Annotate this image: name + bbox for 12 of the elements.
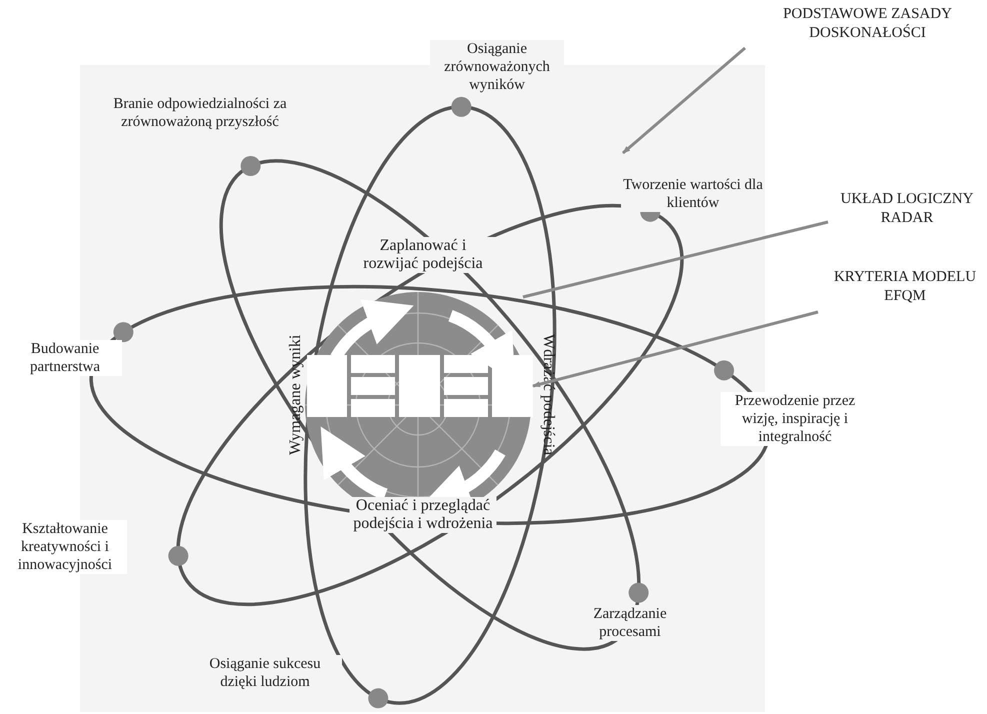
callout-label: PODSTAWOWE ZASADY DOSKONAŁOŚCI — [770, 5, 965, 43]
leader-line — [522, 220, 828, 298]
principle-label: Osiąganie zrównoważonych wyników — [430, 40, 564, 94]
principle-label: Branie odpowiedzialności za zrównoważoną przyszłość — [110, 95, 290, 131]
leader-line — [622, 46, 746, 154]
callout-label: UKŁAD LOGICZNY RADAR — [832, 190, 982, 228]
callout-label: KRYTERIA MODELU EFQM — [825, 268, 985, 306]
principle-label: Tworzenie wartości dla klientów — [621, 176, 765, 212]
leader-line — [532, 310, 818, 388]
phase-label: Oceniać i przeglądać podejścia i wdrożenia — [350, 497, 496, 533]
criteria-boxes-drawing — [307, 355, 533, 417]
phase-label: Wymagane wyniki — [286, 334, 305, 458]
